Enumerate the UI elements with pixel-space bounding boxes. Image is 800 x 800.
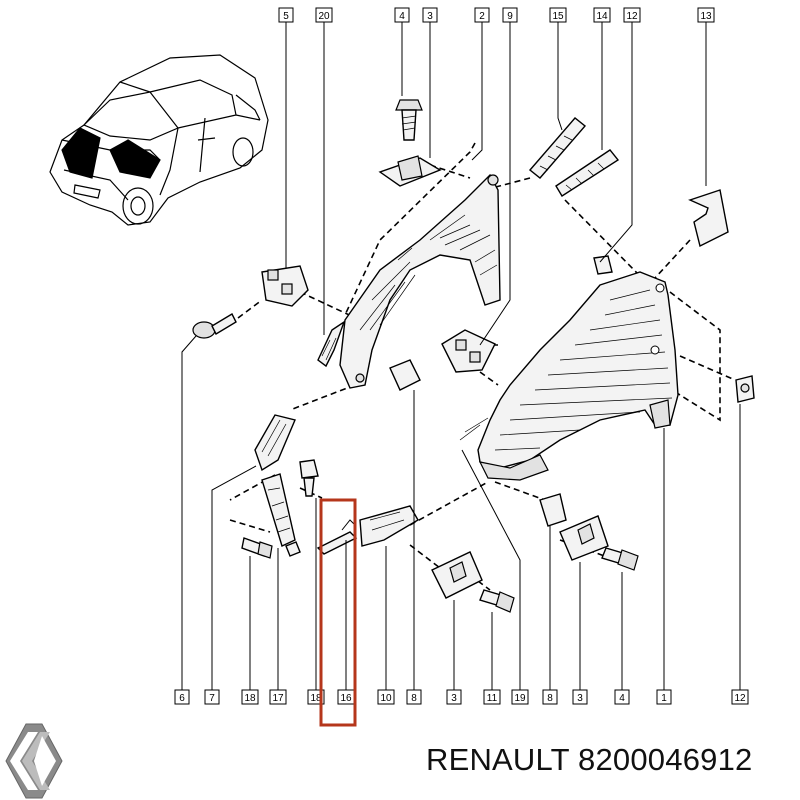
svg-text:19: 19 (514, 693, 526, 704)
callout-19: 19 (511, 689, 529, 705)
clip-8-bottom (539, 493, 567, 527)
callout-3-right: 3 (572, 689, 588, 705)
bolt-6 (192, 313, 237, 339)
svg-text:1: 1 (661, 693, 667, 704)
callout-13: 13 (697, 7, 715, 23)
clip-3-top (378, 155, 442, 187)
bolt-18-top (299, 459, 319, 497)
cover-3-bottom-left (431, 551, 483, 599)
callout-14: 14 (593, 7, 611, 23)
cover-3-bottom-right (559, 515, 609, 561)
svg-text:14: 14 (596, 11, 608, 22)
svg-text:9: 9 (507, 11, 513, 22)
leader-lines (181, 22, 741, 690)
svg-text:8: 8 (411, 693, 417, 704)
svg-text:5: 5 (283, 11, 289, 22)
svg-text:6: 6 (179, 693, 185, 704)
part-number-caption: RENAULT 8200046912 (426, 742, 753, 777)
callout-3: 3 (422, 7, 438, 23)
seal-20 (317, 320, 346, 368)
svg-text:3: 3 (451, 693, 457, 704)
svg-text:12: 12 (734, 693, 746, 704)
callout-20: 20 (315, 7, 333, 23)
bolt-4 (395, 99, 423, 141)
callout-12-top: 12 (623, 7, 641, 23)
car-thumbnail (49, 54, 269, 226)
top-label-row: 5 20 4 3 2 9 15 14 12 13 (278, 7, 715, 23)
svg-text:20: 20 (318, 11, 330, 22)
svg-text:11: 11 (487, 693, 498, 704)
callout-4: 4 (394, 7, 410, 23)
cable-16 (316, 519, 358, 555)
callout-8-right: 8 (542, 689, 558, 705)
bolt-4-bottom (601, 547, 639, 571)
renault-diamond-logo (5, 723, 63, 799)
svg-text:4: 4 (399, 11, 405, 22)
nut-12-right (735, 375, 755, 403)
svg-text:8: 8 (547, 693, 553, 704)
svg-text:4: 4 (619, 693, 625, 704)
callout-9: 9 (502, 7, 518, 23)
front-wing-panel (459, 271, 679, 481)
callout-1: 1 (656, 689, 672, 705)
callout-6: 6 (174, 689, 190, 705)
highlight-frame (319, 498, 357, 727)
nut-12-top (593, 255, 613, 275)
bracket-17 (261, 473, 296, 547)
callout-15: 15 (549, 7, 567, 23)
svg-text:18: 18 (244, 693, 256, 704)
callout-3-left: 3 (446, 689, 462, 705)
svg-text:3: 3 (427, 11, 433, 22)
callout-18-left: 18 (241, 689, 259, 705)
callout-2: 2 (474, 7, 490, 23)
svg-text:12: 12 (626, 11, 638, 22)
bolt-18-left (241, 537, 273, 559)
callout-8-left: 8 (406, 689, 422, 705)
strip-15 (528, 117, 587, 179)
bracket-9 (441, 329, 496, 373)
svg-text:3: 3 (577, 693, 583, 704)
bolt-11 (479, 589, 515, 613)
callout-5: 5 (278, 7, 294, 23)
callout-10: 10 (377, 689, 395, 705)
bracket-10 (359, 505, 419, 547)
callout-17: 17 (269, 689, 287, 705)
bracket-7 (254, 414, 296, 472)
inner-wing-liner (339, 173, 501, 389)
clip-small-left (285, 541, 301, 557)
callout-11: 11 (483, 689, 501, 705)
svg-text:15: 15 (552, 11, 564, 22)
svg-text:2: 2 (479, 11, 485, 22)
bottom-label-row: 6 7 18 17 18 16 10 8 3 11 19 8 3 4 1 12 (174, 689, 749, 705)
svg-text:16: 16 (340, 693, 352, 704)
clip-8-top (389, 359, 421, 391)
svg-text:17: 17 (272, 693, 284, 704)
callout-7: 7 (204, 689, 220, 705)
callout-16: 16 (337, 689, 355, 705)
callout-12-bottom: 12 (731, 689, 749, 705)
svg-text:13: 13 (700, 11, 712, 22)
callout-4-bottom: 4 (614, 689, 630, 705)
bracket-5 (261, 265, 309, 307)
svg-text:10: 10 (380, 693, 392, 704)
moulding-13 (688, 189, 729, 248)
svg-text:7: 7 (209, 693, 215, 704)
svg-text:18: 18 (310, 693, 322, 704)
strip-14 (555, 149, 620, 197)
